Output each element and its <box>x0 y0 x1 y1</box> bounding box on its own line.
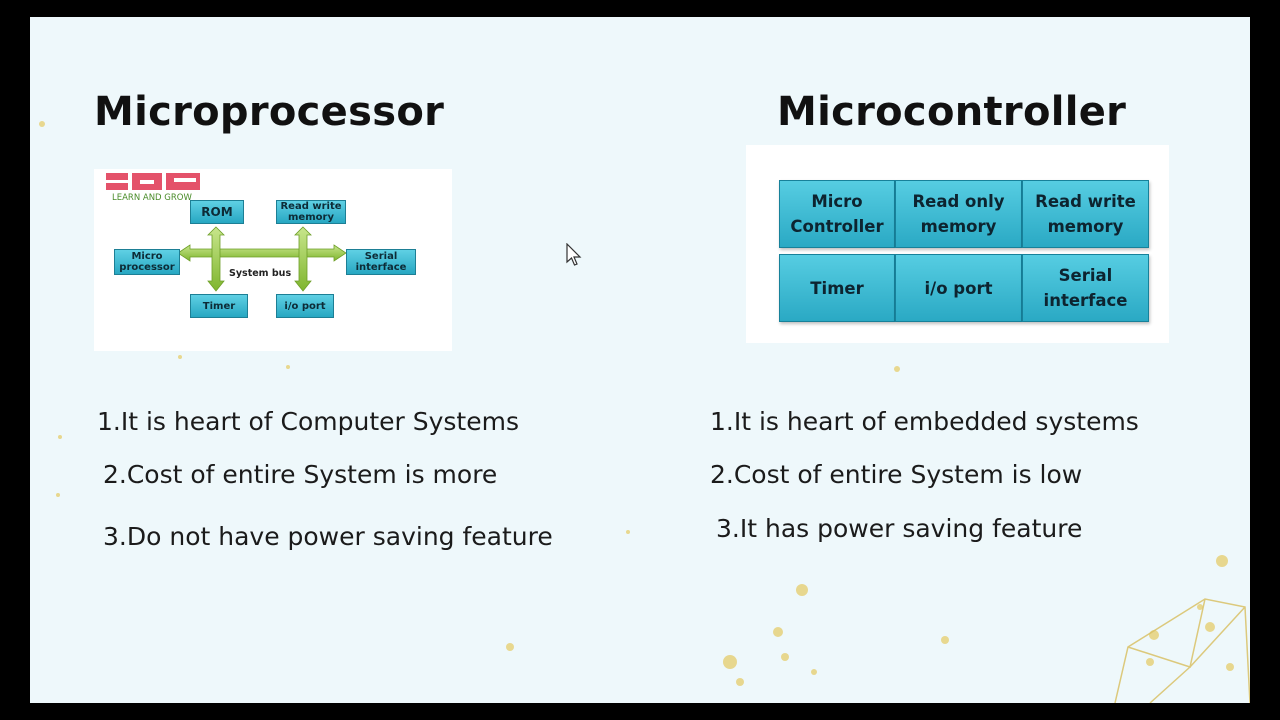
io-port-block: i/o port <box>276 294 334 318</box>
mp-point-2: 2.Cost of entire System is more <box>103 460 498 489</box>
mp-point-1: 1.It is heart of Computer Systems <box>97 407 519 436</box>
microcontroller-diagram: Micro Controller Read only memory Read w… <box>746 145 1169 343</box>
serial-interface-block: Serial interface <box>346 249 416 275</box>
mc-cell-serial-interface: Serial interface <box>1022 254 1149 322</box>
slide: Microprocessor Microcontroller LEARN AND… <box>30 17 1250 703</box>
microprocessor-heading: Microprocessor <box>94 89 445 135</box>
system-bus-label: System bus <box>229 268 292 279</box>
logo-tagline: LEARN AND GROW <box>112 193 192 203</box>
lag-logo <box>106 173 200 190</box>
mc-cell-timer: Timer <box>779 254 895 322</box>
rom-block: ROM <box>190 200 244 224</box>
mc-cell-io-port: i/o port <box>895 254 1022 322</box>
mp-point-3: 3.Do not have power saving feature <box>103 522 553 551</box>
timer-block: Timer <box>190 294 248 318</box>
mc-cell-read-write-memory: Read write memory <box>1022 180 1149 248</box>
mc-point-2: 2.Cost of entire System is low <box>710 460 1083 489</box>
mc-point-3: 3.It has power saving feature <box>716 514 1083 543</box>
mc-point-1: 1.It is heart of embedded systems <box>710 407 1139 436</box>
read-write-memory-block: Read write memory <box>276 200 346 224</box>
mc-cell-read-only-memory: Read only memory <box>895 180 1022 248</box>
microprocessor-diagram: LEARN AND GROW ROM Read write memory Mic… <box>94 169 452 351</box>
arrow-pointer-icon <box>566 243 582 266</box>
mc-cell-micro-controller: Micro Controller <box>779 180 895 248</box>
system-bus-arrows <box>177 226 347 292</box>
microcontroller-heading: Microcontroller <box>777 89 1127 135</box>
microprocessor-block: Micro processor <box>114 249 180 275</box>
